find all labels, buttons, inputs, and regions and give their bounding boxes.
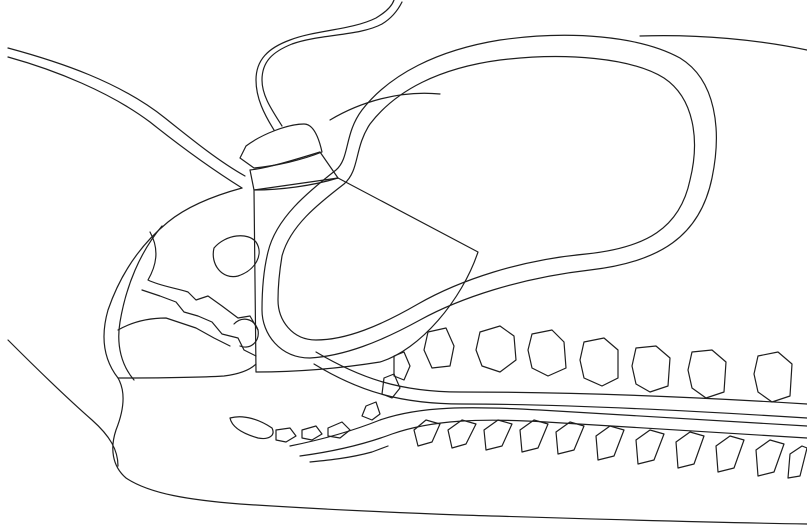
- coccyx: [230, 417, 350, 442]
- vertebra-6: [688, 350, 726, 398]
- vertebra-4: [580, 338, 618, 386]
- probe-cable-inner: [256, 0, 394, 130]
- vertebra-1: [424, 328, 454, 368]
- sacral-bone: [118, 232, 258, 378]
- vertebra-2: [476, 326, 516, 372]
- sacral-segment-3: [362, 402, 380, 420]
- sacral-segment-1: [394, 352, 410, 380]
- vertebra-3: [528, 330, 566, 376]
- bladder-outer-wall: [262, 35, 716, 358]
- body-outline: [8, 36, 807, 524]
- bladder-inner-wall: [278, 57, 694, 340]
- spinous-processes: [414, 420, 807, 478]
- vertebra-5: [632, 346, 670, 392]
- pubic-bone: [213, 236, 259, 277]
- ultrasound-probe: [240, 0, 402, 190]
- spinal-canal: [290, 352, 807, 462]
- bladder: [262, 35, 716, 358]
- scan-sector: [254, 178, 478, 372]
- probe-cable: [262, 2, 402, 126]
- vertebra-7: [754, 352, 792, 402]
